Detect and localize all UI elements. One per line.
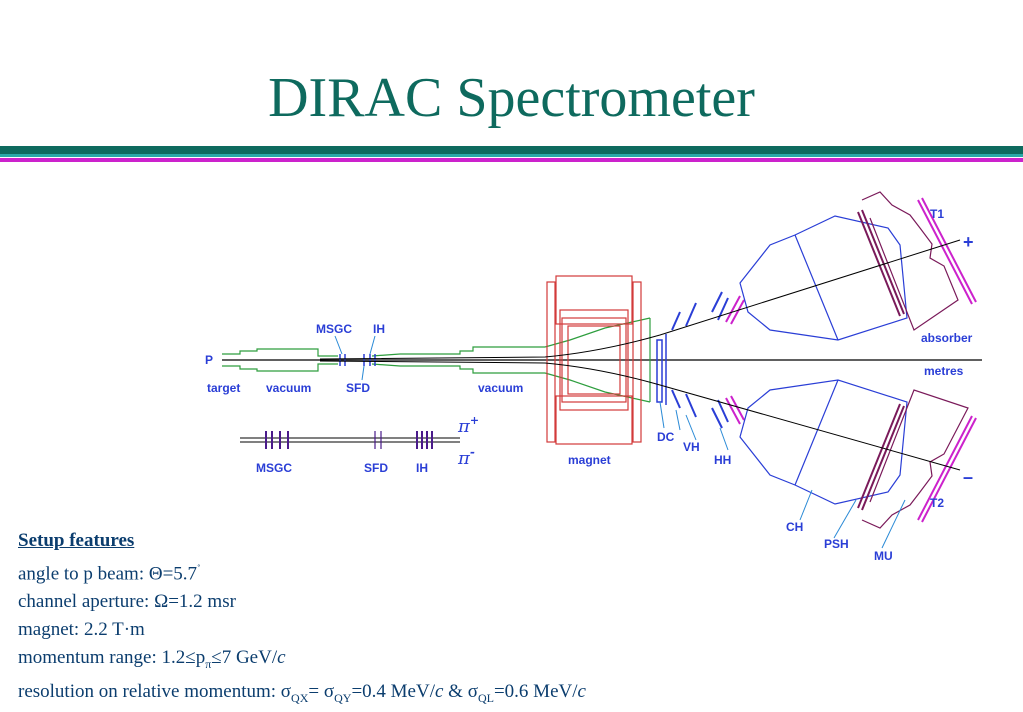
label-minus: – <box>963 467 973 487</box>
absorber-lower <box>861 389 969 529</box>
label-t1: T1 <box>930 207 944 221</box>
inset-pi-symbol-1: π <box>457 416 471 437</box>
label-psh: PSH <box>824 537 849 551</box>
leader-lines-downstream <box>659 401 906 549</box>
inset-label-msgc: MSGC <box>256 461 292 475</box>
feature-res-sub-qy: QY <box>334 690 352 705</box>
inset-pi-minus: π- <box>457 445 475 469</box>
hh-magenta <box>725 295 745 425</box>
feature-res-mid4: =0.6 MeV/ <box>493 681 578 703</box>
label-metres: metres <box>924 364 964 378</box>
feature-aperture: channel aperture: Ω=1.2 msr <box>18 591 236 613</box>
label-msgc: MSGC <box>316 322 352 336</box>
feature-res-mid1: = σ <box>308 681 335 703</box>
cherenkov-lower <box>739 379 908 505</box>
inset-ih-planes <box>416 431 433 449</box>
inset-msgc-planes <box>265 431 289 449</box>
magnet <box>546 275 642 445</box>
label-vh: VH <box>683 440 700 454</box>
drift-chambers <box>656 334 667 405</box>
cherenkov-upper <box>739 215 908 341</box>
feature-res-mid2: =0.4 MeV/ <box>351 681 435 703</box>
inset-detectors: MSGC SFD IH π+ π- <box>240 414 479 475</box>
feature-momentum-prefix: momentum range: 1.2≤p <box>18 647 206 669</box>
muon-counters <box>917 197 977 523</box>
feature-res-c2: c <box>577 681 586 703</box>
feature-res-mid3: & σ <box>443 681 478 703</box>
inset-pi-plus-sign: + <box>470 414 479 427</box>
leader-lines-upstream <box>334 335 376 381</box>
inset-pi-plus: π+ <box>457 414 479 437</box>
feature-res-sub-ql: QL <box>477 690 494 705</box>
label-p: P <box>205 353 213 367</box>
feature-magnet: magnet: 2.2 T·m <box>18 619 145 641</box>
label-ih: IH <box>373 322 385 336</box>
label-vacuum-downstream: vacuum <box>478 381 523 395</box>
inset-pi-minus-sign: - <box>470 445 475 459</box>
feature-angle: angle to p beam: Θ=5.7˚ <box>18 555 818 588</box>
label-ch: CH <box>786 520 803 534</box>
title-rule-dark <box>0 146 1023 154</box>
inset-label-sfd: SFD <box>364 461 388 475</box>
label-absorber: absorber <box>921 331 973 345</box>
feature-momentum: momentum range: 1.2≤pπ≤7 GeV/c <box>18 644 818 678</box>
particle-tracks <box>319 239 961 471</box>
label-hh: HH <box>714 453 731 467</box>
inset-pi-symbol-2: π <box>457 448 471 469</box>
feature-momentum-sub: π <box>205 657 212 672</box>
feature-angle-text: angle to p beam: Θ=5.7 <box>18 563 198 585</box>
msgc-sfd-ih-detectors <box>339 354 376 366</box>
label-dc: DC <box>657 430 675 444</box>
label-magnet: magnet <box>568 453 611 467</box>
preshower <box>857 209 905 511</box>
feature-res-c1: c <box>434 681 444 703</box>
inset-label-ih: IH <box>416 461 428 475</box>
feature-res-sub-qx: QX <box>291 690 309 705</box>
feature-momentum-c: c <box>277 647 286 669</box>
features-heading: Setup features <box>18 530 135 551</box>
feature-res-prefix: resolution on relative momentum: σ <box>18 681 292 703</box>
label-vacuum-upstream: vacuum <box>266 381 311 395</box>
label-plus: + <box>963 232 974 252</box>
page-title: DIRAC Spectrometer <box>268 67 755 129</box>
label-t2: T2 <box>930 496 944 510</box>
hodoscopes <box>671 291 729 429</box>
setup-features: Setup features angle to p beam: Θ=5.7˚ c… <box>18 527 818 712</box>
feature-momentum-mid: ≤7 GeV/ <box>211 647 278 669</box>
label-mu: MU <box>874 549 893 563</box>
vacuum-pipe-upstream <box>222 348 338 372</box>
title-rule-magenta <box>0 158 1023 162</box>
feature-resolution: resolution on relative momentum: σQX= σQ… <box>18 678 818 712</box>
absorber-upper <box>861 191 959 331</box>
title-rule-cyan <box>0 154 1023 157</box>
label-sfd: SFD <box>346 381 370 395</box>
feature-angle-degree: ˚ <box>197 563 201 575</box>
label-target: target <box>207 381 240 395</box>
inset-sfd-planes <box>374 431 382 449</box>
